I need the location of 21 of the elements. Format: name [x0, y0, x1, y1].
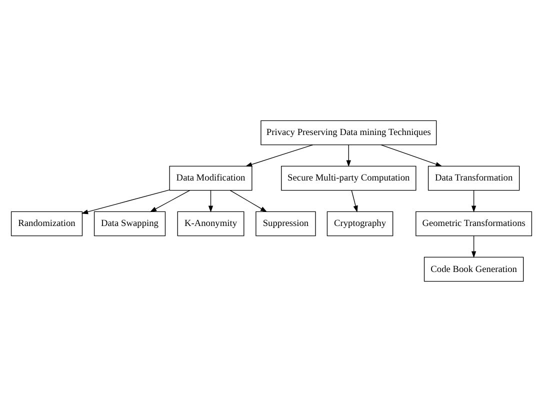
node-box: Randomization — [10, 210, 83, 236]
node-box: K-Anonymity — [177, 210, 244, 236]
arrow — [351, 190, 358, 212]
node-box: Data Transformation — [428, 165, 520, 190]
node-box: Secure Multi-party Computation — [281, 165, 416, 190]
arrow — [471, 190, 476, 212]
node-box: Suppression — [256, 210, 316, 236]
arrow — [471, 235, 476, 258]
arrow — [208, 190, 214, 212]
arrow — [380, 144, 442, 166]
arrow — [245, 144, 314, 166]
node-box: Geometric Transformations — [416, 210, 532, 236]
node-box: Data Swapping — [94, 210, 166, 236]
node-box: Code Book Generation — [424, 256, 524, 282]
arrow — [81, 189, 170, 214]
node-box: Cryptography — [326, 210, 394, 236]
arrow — [150, 190, 190, 212]
node-box: Data Modification — [169, 165, 252, 190]
arrow — [346, 144, 351, 166]
node-box: Privacy Preserving Data mining Techniques — [260, 120, 437, 145]
arrow — [230, 190, 268, 212]
